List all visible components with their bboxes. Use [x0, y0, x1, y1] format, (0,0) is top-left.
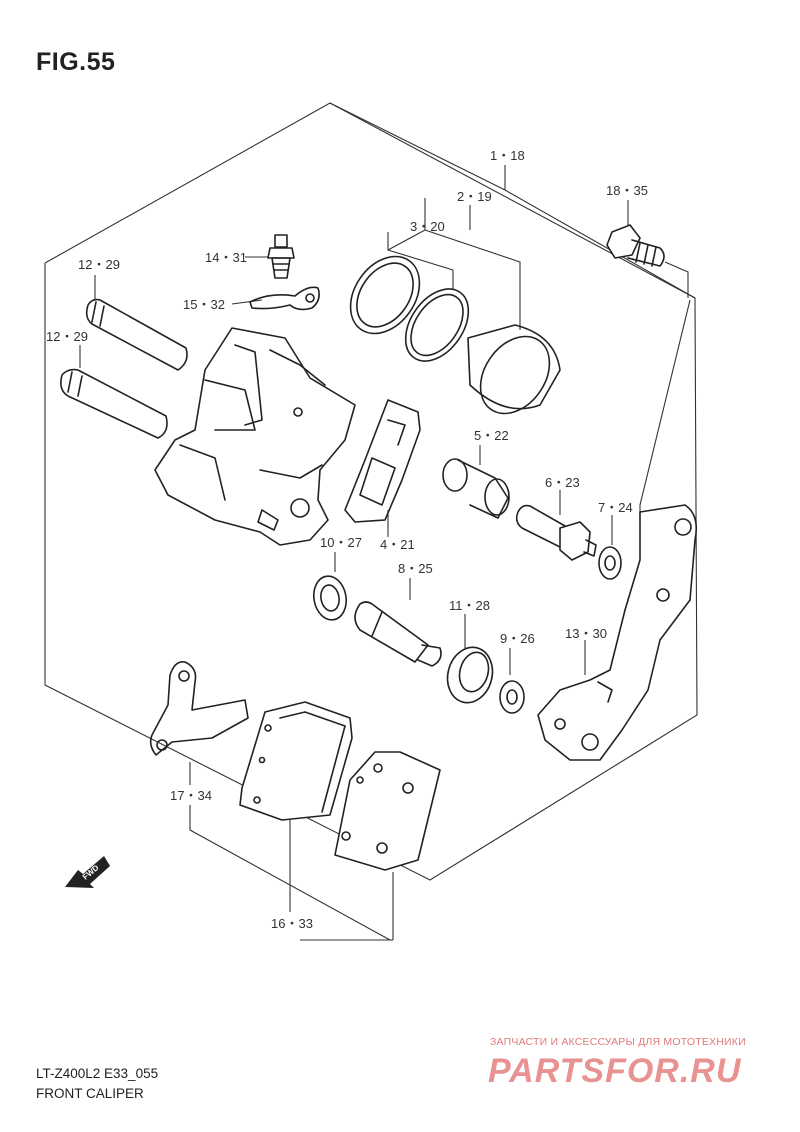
- callout-18-35: 18・35: [606, 183, 648, 198]
- caliper-piston: [467, 324, 561, 415]
- watermark-logo: PARTSFOR.RU: [488, 1052, 742, 1090]
- sleeve-bolt: [515, 504, 597, 561]
- caliper-body: [154, 327, 356, 546]
- caliper-pin: [354, 601, 442, 667]
- callout-15-32: 15・32: [183, 297, 225, 312]
- pad-spring: [344, 399, 421, 523]
- callout-12-29-lower: 12・29: [46, 329, 88, 344]
- callout-4-21: 4・21: [380, 537, 415, 552]
- piston-seal: [349, 255, 470, 362]
- brake-pad-inner: [239, 701, 353, 821]
- callout-12-29-upper: 12・29: [78, 257, 120, 272]
- forward-arrow-icon: FWD: [65, 856, 110, 888]
- slide-pin-upper: [85, 298, 188, 371]
- callout-17-34: 17・34: [170, 788, 212, 803]
- callout-8-25: 8・25: [398, 561, 433, 576]
- callout-7-24: 7・24: [598, 500, 633, 515]
- bleeder-cap: [249, 286, 320, 311]
- slide-pin-lower: [60, 368, 168, 439]
- callout-6-23: 6・23: [545, 475, 580, 490]
- pin-seal: [312, 575, 348, 621]
- callout-labels: 1・18 2・19 3・20 18・35 14・31 15・32 12・29 1…: [46, 148, 648, 931]
- caliper-bracket: [537, 504, 698, 761]
- callout-9-26: 9・26: [500, 631, 535, 646]
- watermark-tagline: ЗАПЧАСТИ И АКСЕССУАРЫ ДЛЯ МОТОТЕХНИКИ: [490, 1036, 746, 1048]
- brake-pad-outer: [334, 751, 441, 871]
- figure-title: FIG.55: [36, 48, 116, 76]
- callout-13-30: 13・30: [565, 626, 607, 641]
- pin-boot-lower: [446, 646, 494, 704]
- callout-14-31: 14・31: [205, 250, 247, 265]
- callout-10-27: 10・27: [320, 535, 362, 550]
- callout-16-33: 16・33: [271, 916, 313, 931]
- pad-shim: [149, 660, 249, 756]
- washer: [598, 546, 622, 580]
- callout-5-22: 5・22: [474, 428, 509, 443]
- pin-boot: [442, 458, 510, 519]
- callout-1-18: 1・18: [490, 148, 525, 163]
- washer-lower: [499, 680, 525, 714]
- mounting-bolt: [606, 224, 665, 267]
- bleeder-screw: [267, 234, 295, 279]
- callout-11-28: 11・28: [449, 598, 490, 613]
- model-code: LT-Z400L2 E33_055: [36, 1066, 159, 1081]
- callout-3-20: 3・20: [410, 219, 445, 234]
- section-name: FRONT CALIPER: [36, 1086, 144, 1101]
- callout-2-19: 2・19: [457, 189, 492, 204]
